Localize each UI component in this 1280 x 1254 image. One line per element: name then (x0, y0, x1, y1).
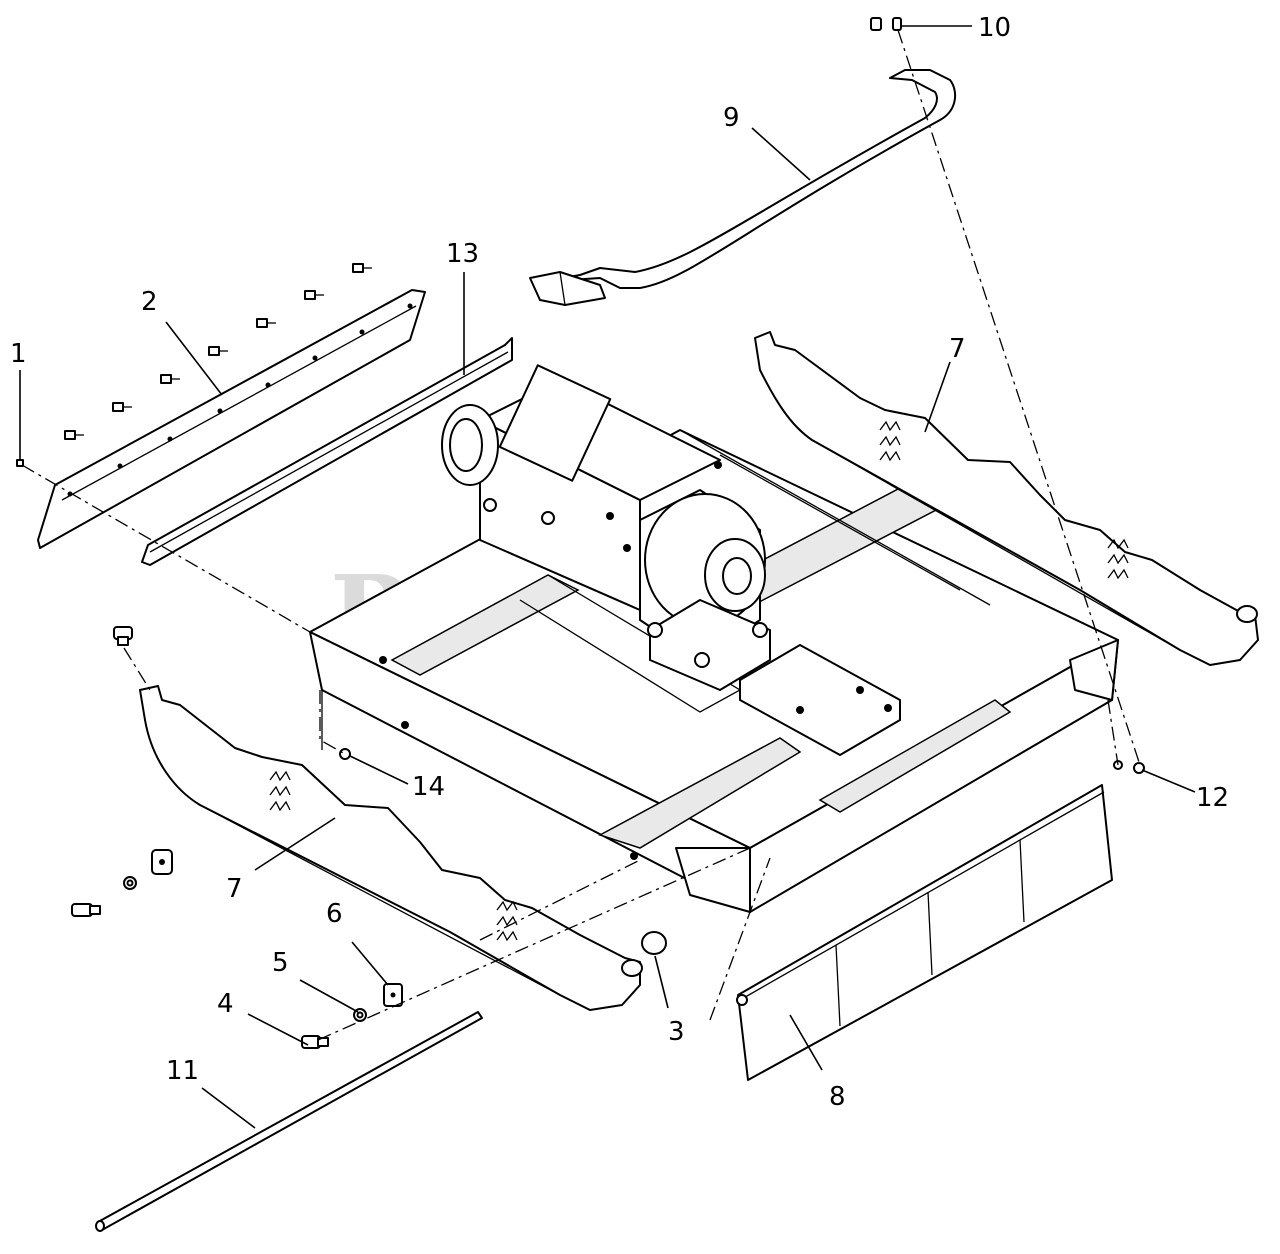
callout-3: 3 (668, 1017, 685, 1047)
callout-12: 12 (1196, 783, 1229, 813)
callout-5: 5 (272, 948, 289, 978)
part-2-bolts (64, 263, 372, 440)
part-11-rod (95, 1011, 483, 1232)
part-13-strip (141, 337, 513, 566)
callout-7-left: 7 (226, 874, 243, 904)
part-7-right-skid (754, 331, 1259, 666)
callout-2: 2 (141, 287, 158, 317)
callout-10: 10 (978, 13, 1011, 43)
hardware (16, 459, 1145, 1049)
callout-7-right: 7 (949, 334, 966, 364)
part-10-bolts (870, 17, 902, 31)
callout-4: 4 (217, 989, 234, 1019)
motor-assembly (441, 364, 901, 756)
part-9-handle (529, 69, 957, 306)
callout-14: 14 (412, 772, 445, 802)
part-7-left-skid (139, 685, 643, 1011)
callout-8: 8 (829, 1082, 846, 1112)
callout-1: 1 (10, 339, 27, 369)
leader-lines (19, 25, 1196, 1129)
callout-13: 13 (446, 239, 479, 269)
callout-6: 6 (326, 899, 343, 929)
callouts: 1 2 3 4 5 6 7 7 8 9 10 11 12 13 14 (10, 13, 1229, 1112)
part-8-flap (736, 784, 1113, 1081)
knob (113, 626, 133, 646)
callout-11: 11 (166, 1056, 199, 1086)
part-2-front-plate (37, 289, 426, 549)
callout-9: 9 (723, 103, 740, 133)
assembly-lines (21, 29, 1141, 1041)
